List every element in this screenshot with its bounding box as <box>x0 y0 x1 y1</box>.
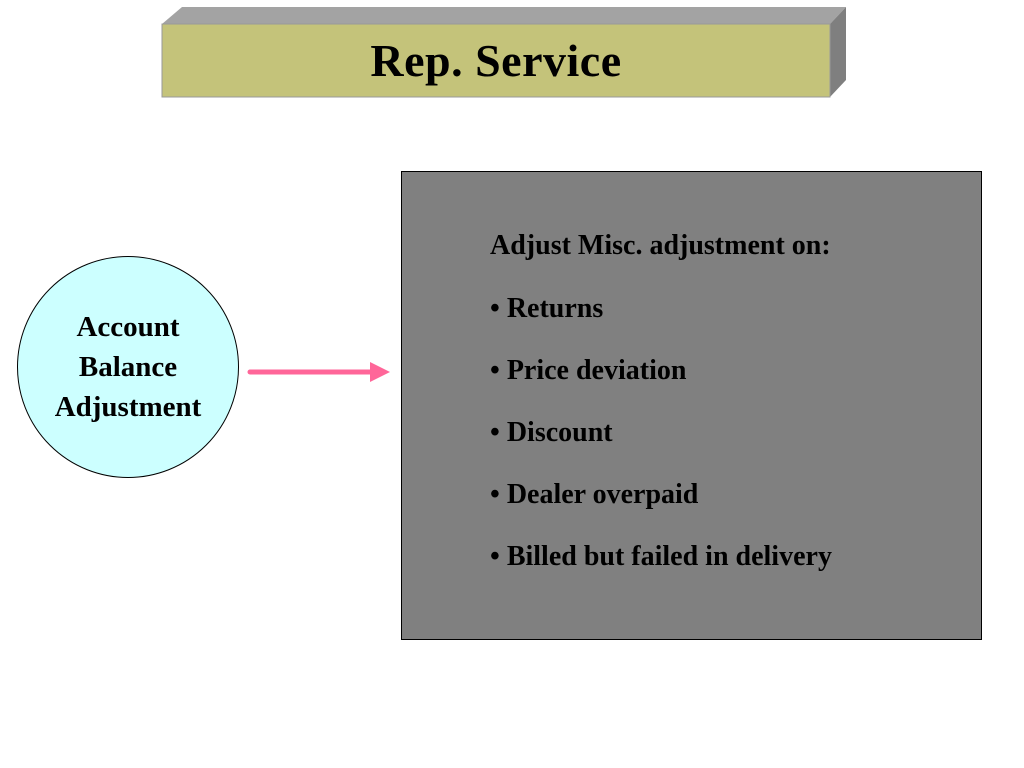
bullet: • <box>490 479 500 510</box>
list-item-label: Dealer overpaid <box>506 479 699 510</box>
node-label-line-1: Account <box>76 311 180 343</box>
title-banner-top-bevel <box>162 7 846 24</box>
account-balance-adjustment-node: Account Balance Adjustment <box>17 256 239 478</box>
list-item-dealer-overpaid: •Dealer overpaid <box>490 479 832 541</box>
list-item-label: Price deviation <box>506 355 687 386</box>
bullet: • <box>490 293 500 324</box>
title-banner-face <box>161 23 831 98</box>
list-item-label: Discount <box>506 417 613 448</box>
panel-heading: Adjust Misc. adjustment on: <box>490 230 831 261</box>
node-label-line-2: Balance <box>78 351 178 383</box>
list-item-discount: •Discount <box>490 417 832 479</box>
bullet: • <box>490 355 500 386</box>
list-item-label: Returns <box>506 293 604 324</box>
page-title: Rep. Service <box>370 35 622 86</box>
adjustment-list: •Returns •Price deviation •Discount •Dea… <box>490 293 832 603</box>
title-banner <box>161 7 846 98</box>
bullet: • <box>490 541 500 572</box>
list-item-returns: •Returns <box>490 293 832 355</box>
title-banner-side-bevel <box>830 7 846 97</box>
adjustment-details-panel: Adjust Misc. adjustment on: •Returns •Pr… <box>401 171 982 640</box>
list-item-price-deviation: •Price deviation <box>490 355 832 417</box>
arrow-head-icon <box>370 362 390 382</box>
list-item-label: Billed but failed in delivery <box>506 541 832 572</box>
list-item-billed-failed-delivery: •Billed but failed in delivery <box>490 541 832 603</box>
bullet: • <box>490 417 500 448</box>
node-label-line-3: Adjustment <box>54 391 202 423</box>
connector-arrow <box>247 362 390 382</box>
